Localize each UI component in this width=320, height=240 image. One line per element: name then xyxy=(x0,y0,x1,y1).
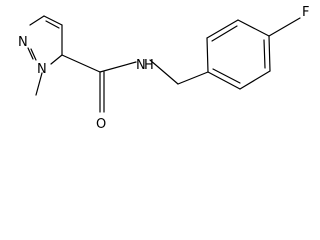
bond-ring-5 xyxy=(239,70,271,90)
bond-c-f xyxy=(268,17,301,37)
structure-diagram: N N O N H F xyxy=(18,5,309,132)
atom-carbonyl-o: O xyxy=(96,117,106,132)
atom-pyrazole-n2: N xyxy=(18,35,28,50)
bond-ring-3 xyxy=(237,19,270,37)
atom-amide-n: N xyxy=(136,58,146,73)
bond-ring-6 xyxy=(207,71,241,90)
atom-labels: N N O N H F xyxy=(18,5,309,132)
bond-n-ch2 xyxy=(149,59,179,85)
bonds xyxy=(27,15,301,113)
bond-ring-4 xyxy=(268,35,271,72)
bond-n2-c3 xyxy=(29,15,45,26)
bond-c5-n1 xyxy=(50,54,63,65)
bond-c3-c4 xyxy=(43,15,63,26)
atom-pyrazole-n1: N xyxy=(37,62,47,77)
bond-n1-n2 xyxy=(30,48,37,61)
bond-n1-n2-inner xyxy=(27,47,34,60)
bond-n1-methyl xyxy=(35,72,43,96)
bond-ring-inner-b xyxy=(263,39,266,69)
bond-c3-c4-inner xyxy=(45,20,60,29)
bond-ring-inner-a xyxy=(211,25,238,42)
bond-ring-inner-c xyxy=(212,68,241,84)
atom-fluorine: F xyxy=(302,5,309,20)
atom-amide-h: H xyxy=(144,58,154,73)
bond-carbonyl-n xyxy=(99,61,137,73)
bond-c5-carbonyl xyxy=(61,54,101,73)
bond-ring-2 xyxy=(206,19,239,39)
bond-ch2-ring xyxy=(177,71,209,85)
bond-ring-1 xyxy=(206,37,209,73)
